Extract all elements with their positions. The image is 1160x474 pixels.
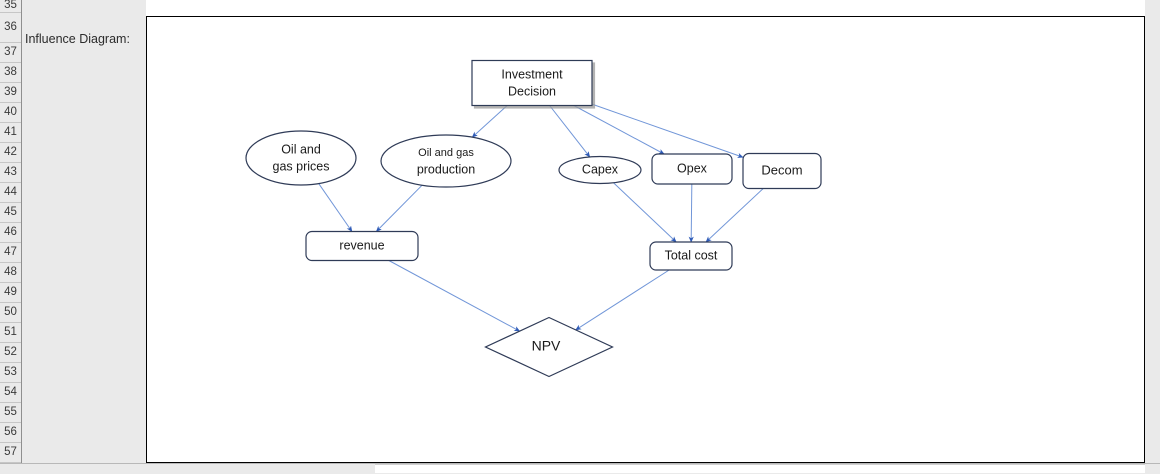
- row-header-45[interactable]: 45: [0, 203, 21, 223]
- row-header-39[interactable]: 39: [0, 83, 21, 103]
- edge-decom-to-total-cost: [705, 188, 764, 243]
- edge-layer: [318, 103, 764, 332]
- oil-gas-production-label-line2: production: [417, 162, 475, 176]
- row-header-54[interactable]: 54: [0, 383, 21, 403]
- edge-investment-decision-to-oil-gas-production: [471, 105, 508, 138]
- revenue-label-line1: revenue: [339, 238, 384, 252]
- investment-decision-label-line1: Investment: [501, 67, 563, 81]
- row-header-52[interactable]: 52: [0, 343, 21, 363]
- npv-shape: [484, 316, 614, 378]
- row-header-35[interactable]: 35: [0, 0, 21, 13]
- node-revenue[interactable]: revenue: [305, 230, 419, 262]
- edge-investment-decision-to-capex: [549, 105, 591, 158]
- edge-total-cost-to-npv: [575, 269, 670, 331]
- opex-shape: [651, 153, 733, 185]
- decom-label-line1: Decom: [761, 162, 802, 177]
- oil-gas-production-label-line1: Oil and gas: [418, 147, 474, 159]
- total-cost-label-line1: Total cost: [665, 248, 718, 262]
- row-header-42[interactable]: 42: [0, 143, 21, 163]
- row-header-36[interactable]: 36: [0, 13, 21, 43]
- node-decom[interactable]: Decom: [742, 152, 822, 190]
- revenue-shape: [305, 230, 419, 262]
- row-header-48[interactable]: 48: [0, 263, 21, 283]
- horizontal-scrollbar[interactable]: [375, 464, 1145, 473]
- node-opex[interactable]: Opex: [651, 153, 733, 185]
- node-oil-gas-production[interactable]: Oil and gas production: [380, 134, 512, 188]
- oil-gas-production-shape: [380, 134, 512, 188]
- edge-capex-to-total-cost: [613, 182, 677, 243]
- decom-shape: [742, 152, 822, 190]
- influence-diagram-label: Influence Diagram:: [25, 32, 130, 46]
- row-header-53[interactable]: 53: [0, 363, 21, 383]
- node-capex[interactable]: Capex: [558, 155, 642, 185]
- row-header-43[interactable]: 43: [0, 163, 21, 183]
- row-header-37[interactable]: 37: [0, 43, 21, 63]
- node-total-cost[interactable]: Total cost: [649, 241, 733, 271]
- right-gutter: [1145, 0, 1160, 463]
- row-header-55[interactable]: 55: [0, 403, 21, 423]
- row-header-47[interactable]: 47: [0, 243, 21, 263]
- capex-shape: [558, 155, 642, 185]
- capex-label-line1: Capex: [582, 162, 619, 176]
- investment-decision-shape: [471, 59, 593, 107]
- opex-label-line1: Opex: [677, 161, 708, 175]
- oil-gas-prices-label-line1: Oil and: [281, 142, 321, 156]
- row-header-49[interactable]: 49: [0, 283, 21, 303]
- row-header-38[interactable]: 38: [0, 63, 21, 83]
- edge-oil-gas-production-to-revenue: [375, 184, 423, 232]
- grid-cells[interactable]: [22, 0, 146, 463]
- edge-opex-to-total-cost: [688, 183, 694, 243]
- row-header-44[interactable]: 44: [0, 183, 21, 203]
- total-cost-shape: [649, 241, 733, 271]
- edge-oil-gas-prices-to-revenue: [318, 183, 353, 232]
- edge-investment-decision-to-opex: [573, 105, 665, 155]
- oil-gas-prices-shape: [245, 130, 357, 186]
- edge-revenue-to-npv: [388, 260, 521, 332]
- row-header-57[interactable]: 57: [0, 443, 21, 463]
- row-header-51[interactable]: 51: [0, 323, 21, 343]
- edge-investment-decision-to-decom: [591, 103, 744, 158]
- node-npv[interactable]: NPV: [484, 316, 614, 378]
- row-header-40[interactable]: 40: [0, 103, 21, 123]
- oil-gas-prices-label-line2: gas prices: [273, 159, 330, 173]
- row-header-46[interactable]: 46: [0, 223, 21, 243]
- investment-decision-label-line2: Decision: [508, 84, 556, 98]
- npv-label-line1: NPV: [532, 338, 561, 354]
- row-header-56[interactable]: 56: [0, 423, 21, 443]
- node-oil-gas-prices[interactable]: Oil and gas prices: [245, 130, 357, 186]
- row-header-50[interactable]: 50: [0, 303, 21, 323]
- row-header-41[interactable]: 41: [0, 123, 21, 143]
